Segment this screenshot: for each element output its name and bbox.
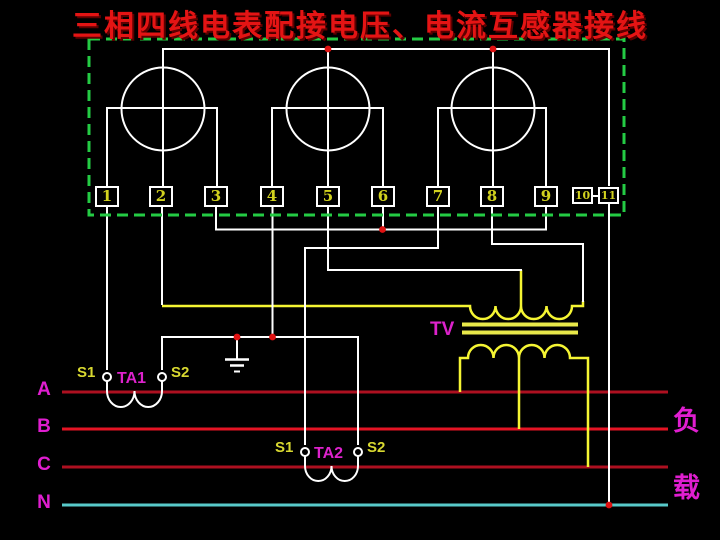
- junction-dot: [324, 45, 332, 53]
- phase-label-c: C: [37, 454, 51, 475]
- junction-dots: [233, 45, 613, 509]
- voltage-coil-bus-wire: [162, 48, 610, 186]
- phase-label-a: A: [37, 379, 51, 400]
- ct-terminal-circles: [102, 372, 363, 457]
- terminal-8: 8: [480, 186, 504, 207]
- junction-dot: [489, 45, 497, 53]
- ground-bus-wire: [161, 336, 359, 445]
- load-label-bottom: 载: [673, 473, 700, 503]
- ta2-s1-label: S1: [275, 439, 294, 456]
- terminal-8-wire: [491, 206, 584, 302]
- junction-dot: [379, 226, 386, 233]
- terminal-7: 7: [426, 186, 450, 207]
- terminal-5-wire: [327, 206, 522, 271]
- ta2-label: TA2: [314, 445, 344, 462]
- ta2-s2-label: S2: [367, 439, 386, 456]
- meter-wiring: [106, 48, 610, 505]
- ta2-ct-symbol: [304, 456, 359, 482]
- ta1-label: TA1: [117, 370, 147, 387]
- current-coil-3-wire: [437, 107, 547, 186]
- junction-dot: [269, 333, 276, 341]
- phase-label-n: N: [37, 492, 51, 513]
- tv-primary-winding: [458, 343, 590, 467]
- current-coil-1-wire: [106, 107, 218, 186]
- terminal-9: 9: [534, 186, 558, 207]
- junction-dot: [605, 501, 613, 509]
- terminal-7-wire: [304, 206, 439, 445]
- meter-element-2-circle: [285, 66, 371, 152]
- ta1-ct-symbol: [106, 381, 163, 408]
- terminal-10: 10: [572, 187, 593, 204]
- meter-element-1-circle: [120, 66, 206, 152]
- meter-boundary-dashed-box: [87, 37, 626, 217]
- terminal-11: 11: [598, 187, 619, 204]
- tv-secondary-winding: [162, 301, 585, 321]
- ta1-s1-terminal-circle: [102, 372, 112, 382]
- terminal-1: 1: [95, 186, 119, 207]
- ground-icon: [225, 337, 249, 373]
- meter-element-3-circle: [450, 66, 536, 152]
- ta1-s2-terminal-circle: [157, 372, 167, 382]
- load-label-top: 负: [673, 406, 700, 436]
- terminal-2: 2: [149, 186, 173, 207]
- terminal-4: 4: [260, 186, 284, 207]
- terminal-6: 6: [371, 186, 395, 207]
- ta2-s1-terminal-circle: [300, 447, 310, 457]
- ta1-s2-label: S2: [171, 364, 190, 381]
- ta1-s1-label: S1: [77, 364, 96, 381]
- terminal-5: 5: [316, 186, 340, 207]
- phase-label-b: B: [37, 416, 51, 437]
- junction-dot: [233, 333, 241, 341]
- diagram-title: 三相四线电表配接电压、电流互感器接线: [72, 10, 648, 43]
- terminal-3-6-9-bus-wire: [215, 206, 547, 231]
- tv-label: TV: [430, 319, 455, 340]
- ta2-s2-terminal-circle: [353, 447, 363, 457]
- current-coil-2-wire: [271, 107, 384, 186]
- terminal-3: 3: [204, 186, 228, 207]
